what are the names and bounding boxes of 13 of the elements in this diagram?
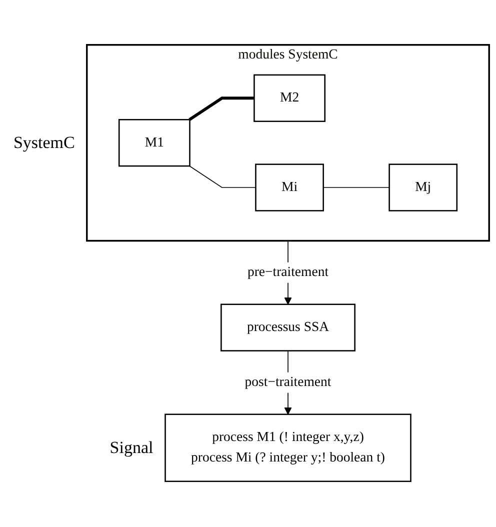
node-box: Mj	[388, 164, 458, 212]
connector	[189, 166, 256, 188]
edge-label: post−traitement	[244, 375, 332, 390]
node-box: processus SSA	[220, 304, 356, 352]
connector	[188, 97, 254, 122]
node-box: Mi	[255, 164, 324, 212]
node-box: M1	[118, 119, 190, 168]
side-label: Signal	[110, 438, 154, 458]
node-box: M2	[254, 74, 326, 122]
node-box: process M1 (! integer x,y,z) process Mi (? integer y;! boolean t)	[164, 414, 412, 482]
edge-label: pre−traitement	[247, 265, 329, 280]
side-label: SystemC	[13, 133, 75, 154]
connector	[322, 187, 390, 188]
